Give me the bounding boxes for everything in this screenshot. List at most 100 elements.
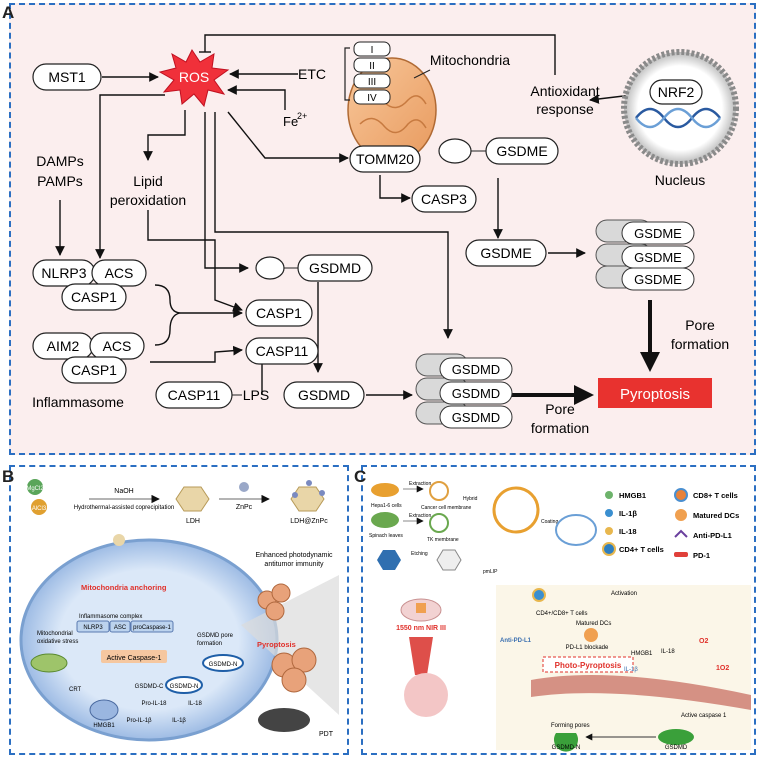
cancer-mem-label: Cancer cell membrane	[421, 505, 472, 511]
il18-b-label: IL-18	[188, 701, 202, 707]
proil18-label: Pro-IL-18	[141, 701, 167, 707]
mitochondria-label: Mitochondria	[430, 52, 510, 68]
antipdl1-label: Anti-PD-L1	[500, 638, 532, 644]
ldhznpc-label: LDH@ZnPc	[290, 518, 328, 525]
gsdmdn-b-label: GSDMD-N	[209, 662, 238, 668]
legend-il1b: IL-1β	[619, 509, 637, 518]
hmgb1-b-label: HMGB1	[93, 723, 115, 729]
pdt-label: PDT	[319, 731, 334, 738]
casp1-label-1: CASP1	[71, 289, 117, 305]
inflammasome-label: Inflammasome	[32, 394, 124, 410]
pamps-label: PAMPs	[37, 173, 83, 189]
arrow-ros-gsdmd	[204, 112, 249, 273]
arrow-ros-tomm20	[227, 111, 349, 163]
il1b-c-label: IL-1β	[624, 667, 638, 673]
naoh-label: NaOH	[114, 488, 133, 495]
gsdme-mid-label: GSDME	[480, 245, 531, 261]
nlrp3-label: NLRP3	[41, 265, 86, 281]
znpc-label: ZnPc	[236, 504, 253, 511]
legend-antipdl1: Anti-PD-L1	[693, 531, 732, 540]
lipid-label-2: peroxidation	[110, 192, 186, 208]
hmgb1-c-label: HMGB1	[631, 651, 653, 657]
gsdmd-stack-1: GSDMD	[452, 362, 500, 377]
etc-label: ETC	[298, 66, 326, 82]
lps-label: LPS	[243, 387, 269, 403]
tk-mem-label: TK membrane	[427, 537, 459, 543]
enhanced-label-2: antitumor immunity	[264, 561, 324, 568]
panel-b-label: B	[2, 467, 15, 486]
mgcl2-label: MgCl2	[26, 486, 44, 492]
etc-unit-2: II	[369, 61, 375, 72]
arrow-fe-ros	[227, 85, 286, 110]
casp1-center-label: CASP1	[256, 305, 302, 321]
tomm20-label: TOMM20	[356, 151, 414, 167]
arrow-ros-gsdmd-stack	[214, 112, 453, 339]
forming-pores-label: Forming pores	[551, 723, 590, 729]
pmlip-label: pmLIP	[483, 569, 498, 575]
arrow-ros-nlrp3	[95, 94, 165, 259]
pore-label-bottom-2: formation	[531, 420, 589, 436]
gsdmdn2-label: GSDMD-N	[170, 684, 199, 690]
gsdmd-c-label: GSDMD	[665, 745, 688, 751]
legend-dcs: Matured DCs	[693, 511, 739, 520]
legend-pd1: PD-1	[693, 551, 710, 560]
inhibit-antioxidant-ros	[204, 34, 556, 75]
gsdmdn-c-label: GSDMD-N	[552, 745, 581, 751]
panel-a-label: A	[2, 3, 15, 22]
hydrothermal-label: Hydrothermal-assisted coprecipitation	[74, 505, 174, 511]
casp3-label: CASP3	[421, 191, 467, 207]
mst1-label: MST1	[48, 69, 86, 85]
pyroptotic-cells	[257, 583, 317, 693]
matured-label: Matured DCs	[576, 621, 611, 627]
casp11-center-label: CASP11	[256, 343, 309, 359]
procasp-label: proCaspase-1	[133, 625, 171, 631]
etc-unit-3: III	[368, 77, 376, 88]
nlrp3-b-label: NLRP3	[83, 625, 103, 631]
pdl1-block-label: PD-L1 blockade	[566, 645, 609, 651]
spinach-label: Spinach leaves	[369, 533, 403, 539]
o2-label: O2	[699, 638, 708, 645]
legend-hmgb1: HMGB1	[619, 491, 646, 500]
arrow-aim2-casp11	[150, 345, 243, 363]
pore-label-bottom-1: Pore	[545, 401, 575, 417]
gsdme-stack-2: GSDME	[634, 250, 682, 265]
enhanced-label-1: Enhanced photodynamic	[255, 552, 333, 559]
gsdme-stack-1: GSDME	[634, 226, 682, 241]
damps-label: DAMPs	[36, 153, 83, 169]
asc-b-label: ASC	[114, 625, 127, 631]
gsdme-stack-3: GSDME	[634, 272, 682, 287]
panel-a-diagram: ROS MST1 ETC Fe 2+ I II III IV Mitochond…	[32, 34, 739, 436]
gsdmd-upper-label: GSDMD	[309, 260, 361, 276]
etc-unit-4: IV	[367, 93, 377, 104]
mito-ox-label-1: Mitochondrial	[37, 631, 73, 637]
etc-complexes: I II III IV	[353, 41, 391, 105]
lipid-label-1: Lipid	[133, 173, 163, 189]
fe-sup: 2+	[297, 111, 307, 121]
pyroptosis-b-label: Pyroptosis	[257, 640, 296, 649]
pore-label-right-1: Pore	[685, 317, 715, 333]
il18-c-label: IL-18	[661, 649, 675, 655]
etching-label: Etching	[411, 551, 428, 557]
gsdme-top-label: GSDME	[496, 143, 547, 159]
panel-c-label: C	[354, 467, 367, 486]
hybrid-label: Hybrid	[463, 496, 478, 502]
active-casp-c-label: Active caspase 1	[681, 713, 727, 719]
casp1-label-2: CASP1	[71, 362, 117, 378]
nir-label: 1550 nm NIR III	[396, 625, 446, 632]
mito-anchoring-label: Mitochondria anchoring	[81, 583, 167, 592]
ros-star	[158, 49, 230, 108]
gsdmd-stack-3: GSDMD	[452, 410, 500, 425]
crt-label: CRT	[69, 687, 82, 693]
gsdmd-pore-label-1: GSDMD pore	[197, 633, 234, 639]
gsdmd-stack-2: GSDMD	[452, 386, 500, 401]
extraction-label-2: Extraction	[409, 513, 431, 519]
arrow-ros-lipid	[143, 110, 186, 161]
arrow-tomm20-casp3	[379, 175, 411, 203]
pyroptosis-label: Pyroptosis	[620, 386, 690, 403]
alcl3-label: AlCl3	[32, 506, 47, 512]
ros-label: ROS	[179, 69, 209, 85]
antioxidant-label-1: Antioxidant	[530, 83, 599, 99]
proil1b-label: Pro-IL-1β	[126, 718, 152, 724]
acs-label-1: ACS	[105, 265, 134, 281]
fe-label: Fe	[283, 114, 298, 129]
